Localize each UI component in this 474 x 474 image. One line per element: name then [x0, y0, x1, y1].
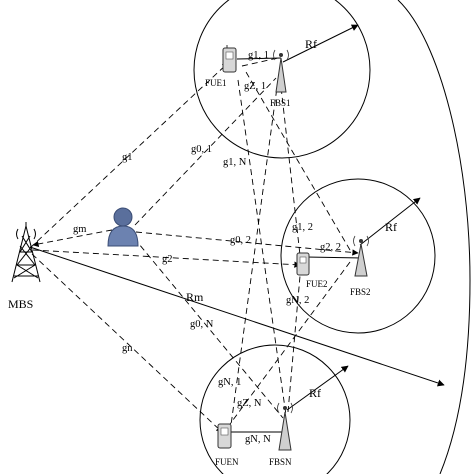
link-mbs-fue1	[29, 62, 229, 249]
mbs-label: MBS	[8, 297, 33, 311]
link-label-g-2-2: g2, 2	[320, 242, 341, 253]
fbs1-antenna-icon	[273, 49, 289, 93]
link-mue-fbsn	[133, 237, 284, 419]
radius-label-fn: Rf	[309, 386, 321, 400]
link-mue-mbs	[32, 229, 113, 248]
fbsn-antenna-icon	[277, 402, 293, 451]
radius-arrow-f2	[359, 197, 421, 246]
link-label-g-n: gn	[122, 343, 133, 354]
fuen-label: FUEN	[215, 457, 239, 467]
link-label-g-1-2: g1, 2	[292, 222, 313, 233]
link-label-g-1: g1	[122, 152, 133, 163]
link-fue1-fbsn	[237, 79, 287, 416]
fue2-phone-icon	[296, 252, 310, 276]
link-fbs2-fue2	[305, 256, 363, 259]
link-fue1-fbs1-cross	[241, 57, 279, 67]
femtocell-1-coverage	[193, 0, 371, 159]
mbs-tower-icon	[11, 222, 41, 283]
link-label-g-N-2: gN, 2	[286, 295, 309, 306]
link-fbsn-fue2	[287, 275, 301, 413]
radius-label-f1: Rf	[305, 37, 317, 51]
link-label-g-1-1: g1, 1	[248, 50, 269, 61]
macro-user-icon	[107, 207, 139, 247]
fue1-phone-icon	[222, 45, 237, 73]
radius-arrow-fn	[286, 365, 349, 411]
link-label-g-2-1: gZ, 1	[244, 81, 266, 92]
fuen-phone-icon	[217, 423, 232, 449]
link-fbs2-fue1	[245, 71, 351, 251]
link-mue-fbs1	[134, 77, 277, 226]
link-label-g-0-N: g0, N	[190, 319, 214, 330]
link-label-g-2: g2	[162, 254, 173, 265]
link-fbs1-fuen	[230, 79, 279, 426]
link-label-g-1-N: g1, N	[223, 157, 247, 168]
radius-label-macro: Rm	[186, 290, 204, 304]
link-fbs1-fue1	[236, 57, 282, 60]
fbsn-label: FBSN	[269, 457, 292, 467]
radius-arrow-f1	[282, 24, 359, 63]
link-label-g-N-N: gN, N	[245, 434, 271, 445]
link-mue-fbs2	[135, 231, 359, 256]
radius-arrow-macro	[29, 246, 445, 387]
link-label-g-0-1: g0, 1	[191, 144, 212, 155]
link-label-g-0-2: g0, 2	[230, 235, 251, 246]
link-mbs-fuen	[31, 253, 223, 433]
fbs2-label: FBS2	[350, 287, 371, 297]
femtocell-n-coverage	[199, 344, 351, 474]
fbs1-label: FBS1	[270, 98, 291, 108]
link-label-g-Z-N: gZ, N	[237, 398, 262, 409]
fue1-label: FUE1	[205, 78, 227, 88]
link-label-g-N-1: gN, 1	[218, 377, 241, 388]
link-fbs2-fuen	[229, 261, 351, 425]
macro-cell-boundary	[397, 0, 471, 474]
femtocell-2-coverage	[280, 178, 436, 334]
fbs2-antenna-icon	[353, 235, 369, 277]
link-label-g-m: gm	[73, 224, 86, 235]
radius-label-f2: Rf	[385, 220, 397, 234]
fue2-label: FUE2	[306, 279, 328, 289]
link-mbs-fue2	[32, 249, 301, 268]
